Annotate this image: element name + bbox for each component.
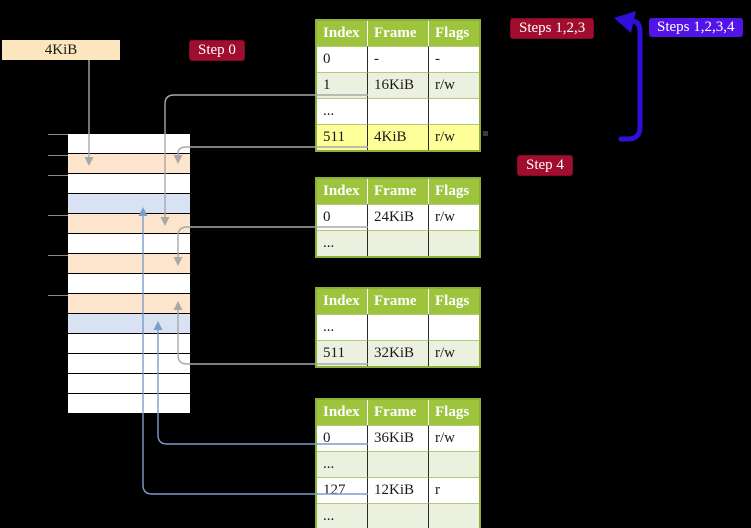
address-tick bbox=[48, 215, 68, 216]
cell-index: ... bbox=[317, 98, 368, 124]
cell-index: 511 bbox=[317, 340, 368, 366]
col-header-flags: Flags bbox=[429, 400, 479, 425]
col-header-index: Index bbox=[317, 289, 368, 314]
cell-frame bbox=[368, 230, 429, 256]
anchor-dot bbox=[483, 131, 488, 136]
memory-frame-row-white bbox=[68, 174, 190, 194]
table-row-highlighted: 511 4KiB r/w bbox=[317, 124, 479, 150]
cell-flags: r/w bbox=[429, 425, 479, 451]
frame-size-label: 4KiB bbox=[2, 40, 120, 60]
memory-frame-row-white bbox=[68, 234, 190, 254]
table-row: 1 16KiB r/w bbox=[317, 72, 479, 98]
steps-loop-arrow bbox=[618, 18, 643, 142]
table2-header: Index Frame Flags bbox=[317, 179, 479, 204]
cell-index: 0 bbox=[317, 46, 368, 72]
cell-frame bbox=[368, 503, 429, 528]
memory-frame-row-white bbox=[68, 394, 190, 414]
memory-frame-row-white bbox=[68, 274, 190, 294]
page-table-4: Index Frame Flags 0 36KiB r/w ... 127 12… bbox=[315, 398, 481, 528]
memory-frame-row-peach bbox=[68, 254, 190, 274]
memory-frame-row-blue bbox=[68, 314, 190, 334]
memory-frame-row-peach bbox=[68, 214, 190, 234]
cell-flags: r/w bbox=[429, 340, 479, 366]
table-row: ... bbox=[317, 230, 479, 256]
cell-frame: 24KiB bbox=[368, 204, 429, 230]
steps123-badge: Steps 1,2,3 bbox=[510, 18, 595, 39]
col-header-index: Index bbox=[317, 179, 368, 204]
cell-flags: r/w bbox=[429, 72, 479, 98]
cell-flags: r/w bbox=[429, 124, 479, 150]
col-header-frame: Frame bbox=[368, 289, 429, 314]
col-header-flags: Flags bbox=[429, 21, 479, 46]
cell-frame: 12KiB bbox=[368, 477, 429, 503]
col-header-index: Index bbox=[317, 400, 368, 425]
page-table-2: Index Frame Flags 0 24KiB r/w ... bbox=[315, 177, 481, 258]
cell-index: ... bbox=[317, 314, 368, 340]
address-tick bbox=[48, 134, 68, 135]
memory-frame-row-white bbox=[68, 334, 190, 354]
page-table-1: Index Frame Flags 0 - - 1 16KiB r/w ... … bbox=[315, 19, 481, 152]
table1-header: Index Frame Flags bbox=[317, 21, 479, 46]
col-header-flags: Flags bbox=[429, 289, 479, 314]
table-row: ... bbox=[317, 451, 479, 477]
cell-frame: 36KiB bbox=[368, 425, 429, 451]
page-table-3: Index Frame Flags ... 511 32KiB r/w bbox=[315, 287, 481, 368]
cell-index: 0 bbox=[317, 204, 368, 230]
memory-frame-row-white bbox=[68, 354, 190, 374]
cell-flags bbox=[429, 451, 479, 477]
table-row: ... bbox=[317, 98, 479, 124]
memory-frame-row-blue bbox=[68, 194, 190, 214]
table4-header: Index Frame Flags bbox=[317, 400, 479, 425]
memory-frame-row-peach bbox=[68, 294, 190, 314]
memory-frame-row-white bbox=[68, 134, 190, 154]
table-row: ... bbox=[317, 503, 479, 528]
cell-index: ... bbox=[317, 230, 368, 256]
cell-flags: - bbox=[429, 46, 479, 72]
cell-frame: - bbox=[368, 46, 429, 72]
cell-frame bbox=[368, 314, 429, 340]
cell-index: ... bbox=[317, 451, 368, 477]
table3-header: Index Frame Flags bbox=[317, 289, 479, 314]
memory-column bbox=[68, 134, 190, 414]
cell-frame bbox=[368, 451, 429, 477]
table-row: 0 - - bbox=[317, 46, 479, 72]
cell-index: 127 bbox=[317, 477, 368, 503]
step4-badge: Step 4 bbox=[517, 155, 573, 176]
cell-flags bbox=[429, 314, 479, 340]
step0-badge: Step 0 bbox=[189, 40, 245, 61]
cell-flags bbox=[429, 230, 479, 256]
address-tick bbox=[48, 295, 68, 296]
cell-index: 0 bbox=[317, 425, 368, 451]
cell-frame: 16KiB bbox=[368, 72, 429, 98]
col-header-frame: Frame bbox=[368, 179, 429, 204]
table-row: 511 32KiB r/w bbox=[317, 340, 479, 366]
cell-flags: r/w bbox=[429, 204, 479, 230]
table-row: 0 36KiB r/w bbox=[317, 425, 479, 451]
memory-frame-row-white bbox=[68, 374, 190, 394]
cell-flags bbox=[429, 98, 479, 124]
cell-index: ... bbox=[317, 503, 368, 528]
steps-loop-arrowhead-icon bbox=[614, 11, 636, 33]
cell-frame: 4KiB bbox=[368, 124, 429, 150]
cell-flags: r bbox=[429, 477, 479, 503]
table-row: ... bbox=[317, 314, 479, 340]
cell-frame: 32KiB bbox=[368, 340, 429, 366]
table-row: 127 12KiB r bbox=[317, 477, 479, 503]
memory-frame-row-peach bbox=[68, 154, 190, 174]
address-tick bbox=[48, 155, 68, 156]
col-header-frame: Frame bbox=[368, 21, 429, 46]
steps1234-badge: Steps 1,2,3,4 bbox=[649, 18, 743, 37]
cell-index: 1 bbox=[317, 72, 368, 98]
col-header-flags: Flags bbox=[429, 179, 479, 204]
cell-frame bbox=[368, 98, 429, 124]
address-tick bbox=[48, 255, 68, 256]
address-tick bbox=[48, 175, 68, 176]
table-row: 0 24KiB r/w bbox=[317, 204, 479, 230]
col-header-index: Index bbox=[317, 21, 368, 46]
col-header-frame: Frame bbox=[368, 400, 429, 425]
cell-flags bbox=[429, 503, 479, 528]
cell-index: 511 bbox=[317, 124, 368, 150]
